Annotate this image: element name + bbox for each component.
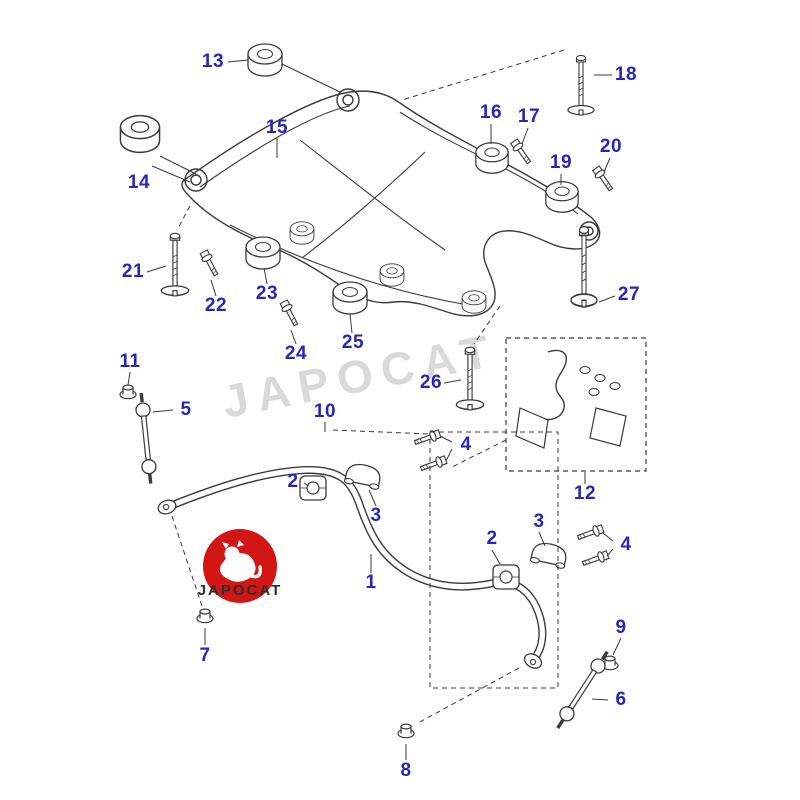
- kit-12-drawing: [505, 337, 647, 472]
- part-label-19: 19: [549, 152, 573, 173]
- bolt-21-drawing: [160, 232, 190, 297]
- part-label-20: 20: [599, 136, 623, 157]
- bolt-4-lower-1-drawing: [575, 522, 606, 544]
- bolt-4-lower-2-drawing: [580, 548, 611, 570]
- bushing-19-drawing: [545, 181, 579, 213]
- part-label-4-lower: 4: [620, 534, 632, 555]
- part-label-7: 7: [199, 645, 211, 666]
- japocat-logo: JAPOCAT: [198, 529, 283, 603]
- part-label-6: 6: [615, 689, 627, 710]
- part-label-9: 9: [615, 617, 627, 638]
- bushing-25-drawing: [332, 281, 368, 315]
- part-label-2-lower: 2: [486, 528, 498, 549]
- part-label-11: 11: [119, 351, 141, 372]
- bolt-4-upper-2-drawing: [418, 453, 449, 475]
- bracket-3-lower-drawing: [529, 539, 570, 570]
- part-label-12: 12: [573, 483, 597, 504]
- cat-icon: [219, 540, 262, 582]
- part-label-5: 5: [180, 399, 192, 420]
- part-label-4-upper: 4: [460, 434, 472, 455]
- nut-7-drawing: [196, 608, 214, 624]
- part-label-10: 10: [313, 401, 337, 422]
- bolt-17-drawing: [508, 137, 534, 167]
- part-label-27: 27: [617, 284, 641, 305]
- bushing-16-drawing: [475, 142, 509, 174]
- link-6-drawing: [550, 646, 615, 734]
- bolt-24-drawing: [278, 298, 302, 328]
- dashed-lines: [171, 49, 565, 724]
- stabilizer-bar-drawing: [157, 465, 547, 669]
- part-label-26: 26: [419, 372, 443, 393]
- part-label-2-upper: 2: [287, 471, 299, 492]
- part-label-24: 24: [284, 343, 308, 364]
- link-5-drawing: [132, 390, 160, 487]
- leader-lines: [127, 59, 622, 760]
- bushing-2-upper-drawing: [299, 475, 327, 501]
- part-label-15: 15: [265, 117, 289, 138]
- part-label-21: 21: [121, 261, 145, 282]
- part-label-1: 1: [365, 572, 377, 593]
- part-label-23: 23: [255, 283, 279, 304]
- part-label-3-lower: 3: [533, 511, 545, 532]
- bolt-18-drawing: [567, 54, 595, 116]
- part-label-13: 13: [201, 51, 225, 72]
- nut-11-drawing: [119, 384, 137, 400]
- part-label-17: 17: [517, 106, 541, 127]
- bolt-4-upper-1-drawing: [412, 427, 443, 449]
- logo-text: JAPOCAT: [198, 582, 283, 599]
- part-label-16: 16: [479, 102, 503, 123]
- nut-8-drawing: [397, 723, 415, 739]
- part-label-25: 25: [341, 332, 365, 353]
- bolt-20-drawing: [590, 164, 616, 194]
- bushing-13-drawing: [247, 43, 283, 77]
- part-label-22: 22: [204, 295, 228, 316]
- part-label-3-upper: 3: [370, 505, 382, 526]
- part-label-8: 8: [400, 760, 412, 781]
- bolt-22-drawing: [198, 248, 222, 278]
- part-label-14: 14: [127, 172, 151, 193]
- bushing-23-drawing: [245, 236, 281, 270]
- bushing-14-drawing: [119, 114, 161, 154]
- bushing-2-lower-drawing: [492, 564, 520, 590]
- part-label-18: 18: [614, 64, 638, 85]
